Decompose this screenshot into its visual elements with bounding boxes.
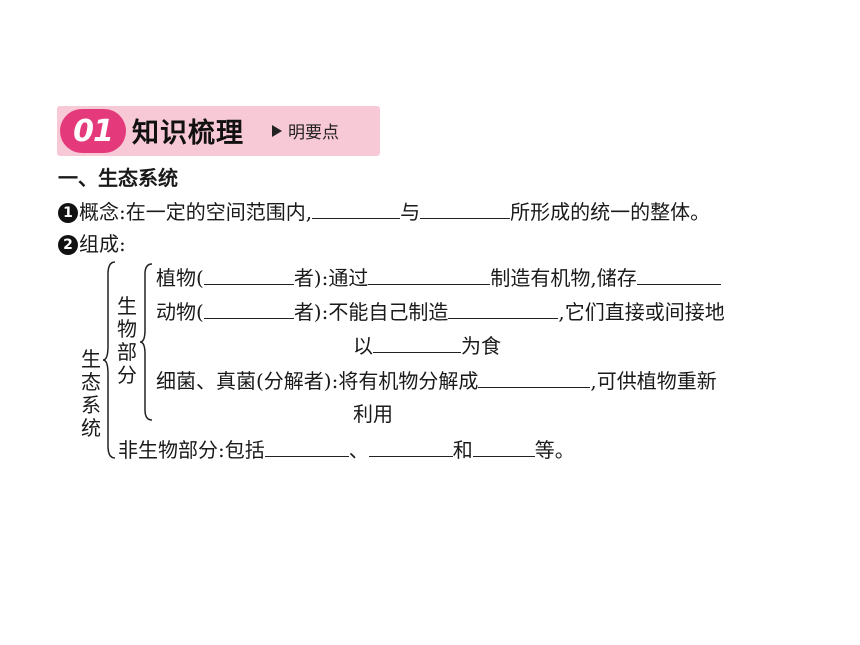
number-two-icon: 2 <box>58 235 78 255</box>
blank-field[interactable] <box>478 367 591 388</box>
outer-brace <box>102 261 116 459</box>
blank-field[interactable] <box>448 298 559 319</box>
biotic-vertical-label: 生 物 部 分 <box>117 294 137 387</box>
blank-field[interactable] <box>373 332 461 353</box>
section-title: 知识梳理 <box>132 118 244 149</box>
blank-field[interactable] <box>203 298 294 319</box>
blank-field[interactable] <box>368 264 491 285</box>
blank-field[interactable] <box>636 264 721 285</box>
consumer-line-cont: 以为食 <box>353 332 501 358</box>
producer-line: 植物(者):通过制造有机物,储存 <box>156 264 721 291</box>
subsection-heading: 一、生态系统 <box>58 166 178 190</box>
inner-brace <box>139 263 153 421</box>
concept-text-b: 与 <box>400 200 421 224</box>
blank-field[interactable] <box>368 436 453 457</box>
abiotic-line: 非生物部分:包括、和等。 <box>118 436 575 462</box>
arrow-right-icon <box>272 125 282 137</box>
section-subtitle: 明要点 <box>288 123 339 143</box>
blank-field[interactable] <box>472 436 535 457</box>
blank-field[interactable] <box>420 198 511 219</box>
consumer-line: 动物(者):不能自己制造,它们直接或间接地 <box>156 298 725 324</box>
section-number-badge: 01 <box>60 109 126 153</box>
blank-field[interactable] <box>312 198 401 219</box>
concept-text-c: 所形成的统一的整体。 <box>510 200 711 224</box>
blank-field[interactable] <box>264 436 349 457</box>
blank-field[interactable] <box>203 264 294 285</box>
concept-text-a: 概念:在一定的空间范围内, <box>79 200 313 224</box>
ecosystem-vertical-label: 生 态 系 统 <box>81 347 101 440</box>
decomposer-line: 细菌、真菌(分解者):将有机物分解成,可供植物重新 <box>156 367 717 393</box>
decomposer-line-cont: 利用 <box>353 402 393 426</box>
composition-label: 组成: <box>79 232 126 256</box>
number-one-icon: 1 <box>58 203 78 223</box>
